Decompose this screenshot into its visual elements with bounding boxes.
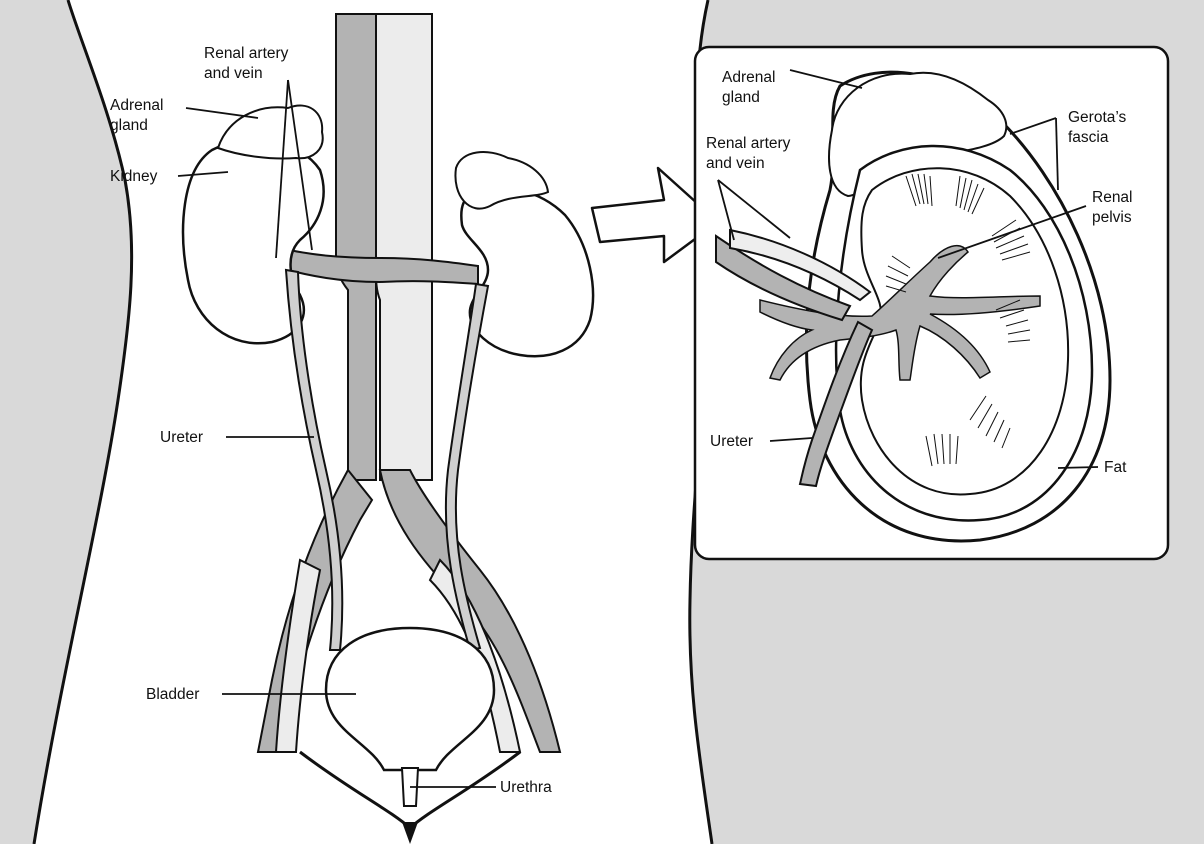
inset-label-adrenal-gland-line1: Adrenal (722, 69, 775, 86)
label-renal-artery-vein-line2: and vein (204, 65, 263, 82)
label-adrenal-gland-line1: Adrenal (110, 97, 163, 114)
bladder (326, 628, 494, 770)
inset-label-ureter: Ureter (710, 433, 753, 450)
label-renal-artery-vein-line1: Renal artery (204, 45, 289, 62)
label-bladder: Bladder (146, 686, 199, 703)
inset-label-fat: Fat (1104, 459, 1127, 476)
label-urethra: Urethra (500, 779, 552, 796)
inset-label-gerotas-fascia-line1: Gerota’s (1068, 109, 1127, 126)
inset-label-renal-artery-vein-line1: Renal artery (706, 135, 791, 152)
label-ureter: Ureter (160, 429, 203, 446)
inset-label-renal-pelvis-line2: pelvis (1092, 209, 1132, 226)
inset-label-adrenal-gland-line2: gland (722, 89, 760, 106)
label-kidney: Kidney (110, 168, 158, 185)
inset-label-renal-artery-vein-line2: and vein (706, 155, 765, 172)
inset-label-gerotas-fascia-line2: fascia (1068, 129, 1109, 146)
left-adrenal-gland (218, 105, 323, 158)
inset-label-renal-pelvis-line1: Renal (1092, 189, 1133, 206)
left-kidney (183, 140, 324, 344)
label-adrenal-gland-line2: gland (110, 117, 148, 134)
right-kidney (461, 188, 593, 356)
